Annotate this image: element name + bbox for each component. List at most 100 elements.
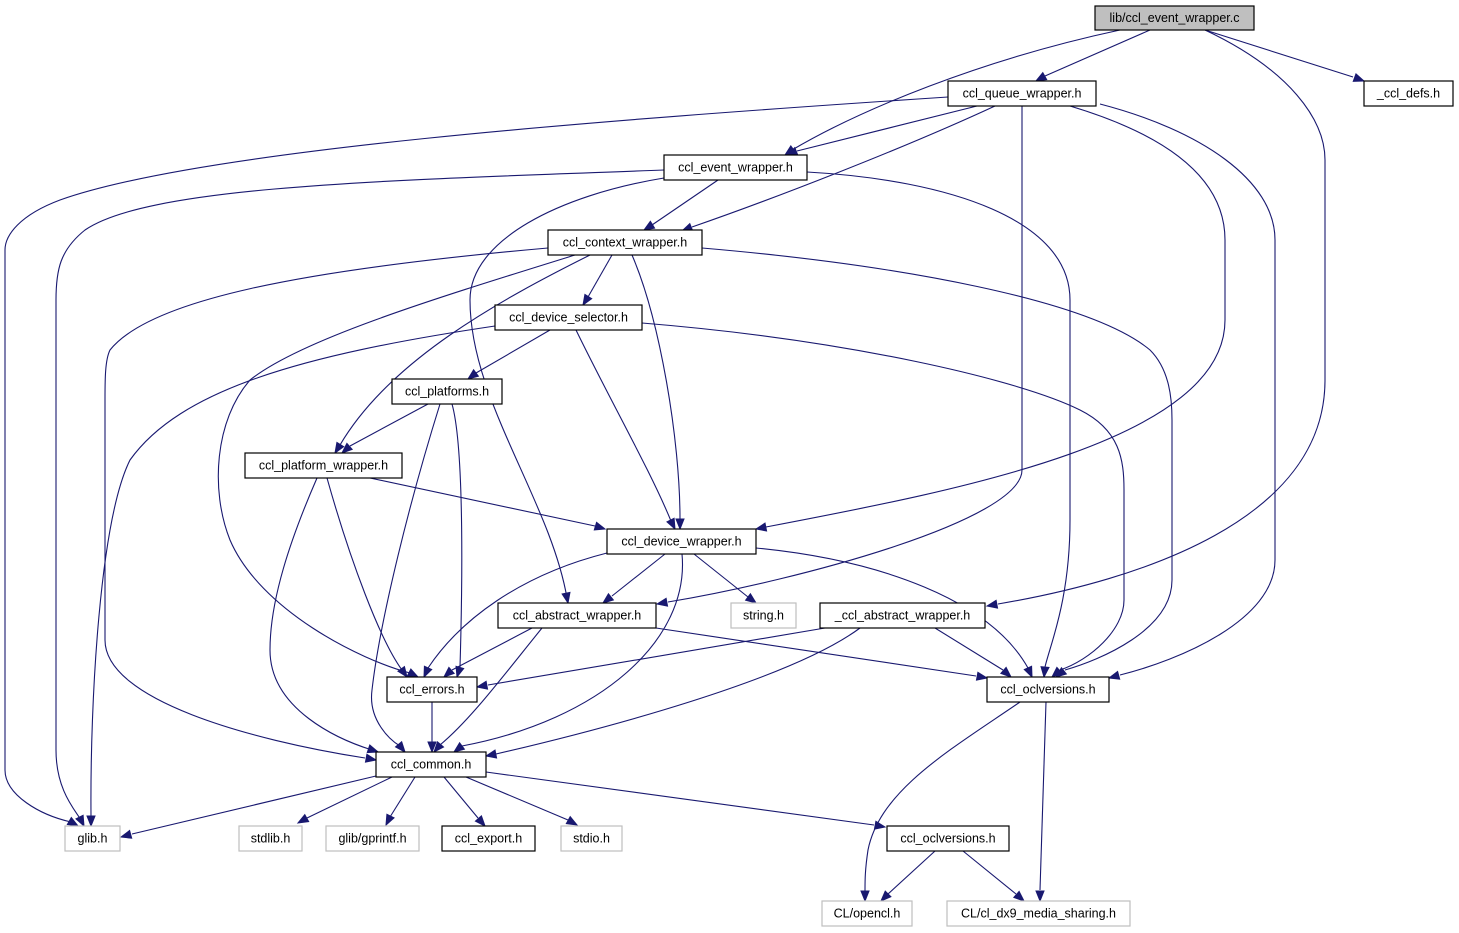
edge-device-to-string [693, 553, 758, 604]
node-label: ccl_abstract_wrapper.h [513, 609, 642, 623]
edge-line [369, 477, 596, 527]
edge-abstract-to-common [433, 627, 543, 754]
node-glib: glib.h [64, 825, 121, 852]
arrowhead-icon [561, 591, 571, 605]
node-errors[interactable]: ccl_errors.h [386, 676, 478, 703]
edge-line [655, 627, 977, 677]
node-common[interactable]: ccl_common.h [375, 751, 487, 778]
edge-line [90, 325, 496, 817]
arrowhead-icon [593, 521, 607, 531]
edge-line [4, 96, 949, 823]
edge-event-to-oclv1 [806, 171, 1071, 679]
node-label: _ccl_abstract_wrapper.h [834, 609, 971, 623]
node-label: ccl_platforms.h [405, 385, 489, 399]
edge-oclv2-to-dx9 [962, 850, 1026, 902]
node-platforms[interactable]: ccl_platforms.h [391, 378, 503, 405]
edge-line [691, 105, 996, 228]
node-abstract[interactable]: _ccl_abstract_wrapper.h [819, 602, 986, 629]
arrowhead-icon [754, 522, 768, 532]
node-label: stdlib.h [251, 832, 291, 846]
node-event[interactable]: ccl_event_wrapper.h [663, 154, 808, 181]
edge-root-to-queue [1034, 29, 1151, 82]
edge-line [326, 477, 403, 671]
node-abstract[interactable]: ccl_abstract_wrapper.h [497, 602, 657, 629]
arrowhead-icon [406, 668, 420, 678]
edge-line [765, 105, 1226, 528]
edge-abstract-to-errors [442, 627, 533, 678]
arrowhead-icon [975, 671, 989, 681]
node-queue[interactable]: ccl_queue_wrapper.h [947, 80, 1097, 107]
node-label: ccl_oclversions.h [1000, 683, 1095, 697]
edge-line [934, 627, 1004, 671]
node-box [244, 452, 403, 479]
node-context[interactable]: ccl_context_wrapper.h [547, 229, 703, 256]
node-platform[interactable]: ccl_platform_wrapper.h [244, 452, 403, 479]
node-box [375, 751, 487, 778]
node-export[interactable]: ccl_export.h [441, 825, 536, 852]
node-label: CL/cl_dx9_media_sharing.h [961, 907, 1116, 921]
arrowhead-icon [655, 597, 669, 607]
edge-common-to-oclv2 [485, 771, 887, 830]
edge-oclv1-to-dx9 [1035, 701, 1047, 903]
arrowhead-icon [484, 749, 498, 759]
edge-common-to-stdlib [296, 776, 393, 824]
node-box [547, 229, 703, 256]
node-label: ccl_device_selector.h [509, 311, 628, 325]
edge-line [796, 105, 978, 152]
node-label: ccl_context_wrapper.h [563, 236, 687, 250]
node-box [730, 602, 797, 629]
arrowhead-icon [364, 753, 378, 763]
arrowhead-icon [442, 666, 456, 678]
node-oclv2[interactable]: ccl_oclversions.h [886, 825, 1010, 852]
node-selector[interactable]: ccl_device_selector.h [494, 304, 643, 331]
arrowhead-icon [466, 368, 480, 380]
edge-line [651, 179, 719, 226]
edge-line [55, 169, 665, 821]
edge-_abstract-to-errors [475, 627, 826, 690]
edge-platform-to-device [369, 477, 607, 531]
node-device[interactable]: ccl_device_wrapper.h [606, 528, 757, 555]
arrowhead-icon [565, 815, 579, 826]
node-oclv1[interactable]: ccl_oclversions.h [986, 676, 1110, 703]
node-box [1363, 80, 1454, 107]
node-box [986, 676, 1110, 703]
edge-device-to-oclv1 [755, 547, 1033, 679]
arrowhead-icon [1107, 670, 1121, 680]
arrowhead-icon [397, 665, 408, 679]
edge-root-to-_abstract [985, 29, 1326, 609]
edge-line [427, 552, 608, 669]
node-stdio: stdio.h [560, 825, 623, 852]
edge-queue-to-glib [4, 96, 949, 827]
arrowhead-icon [423, 665, 433, 679]
node-box [1094, 5, 1255, 31]
node-defs[interactable]: _ccl_defs.h [1363, 80, 1454, 107]
edge-line [611, 553, 666, 597]
edge-line [104, 247, 549, 759]
arrowhead-icon [452, 741, 466, 753]
arrowhead-icon [582, 293, 593, 307]
node-box [386, 676, 478, 703]
node-box [494, 304, 643, 331]
edge-line [487, 627, 826, 686]
edge-line [451, 403, 463, 668]
node-dx9: CL/cl_dx9_media_sharing.h [946, 900, 1131, 927]
node-box [947, 80, 1097, 107]
arrowhead-icon [744, 592, 758, 604]
node-label: ccl_platform_wrapper.h [259, 459, 388, 473]
edge-line [306, 776, 393, 819]
node-label: ccl_queue_wrapper.h [963, 87, 1082, 101]
edge-context-to-device [631, 254, 685, 531]
edge-line [791, 29, 1121, 151]
arrowhead-icon [119, 829, 133, 839]
edge-line [371, 403, 441, 747]
arrowhead-icon [394, 740, 406, 754]
edge-line [641, 322, 1125, 671]
arrowhead-icon [999, 666, 1013, 678]
arrowhead-icon [296, 813, 310, 824]
arrowhead-icon [66, 816, 80, 827]
edge-queue-to-abstract [655, 106, 1023, 607]
node-label: glib.h [78, 832, 108, 846]
node-root[interactable]: lib/ccl_event_wrapper.c [1094, 5, 1255, 31]
arrowhead-icon [1352, 72, 1366, 82]
